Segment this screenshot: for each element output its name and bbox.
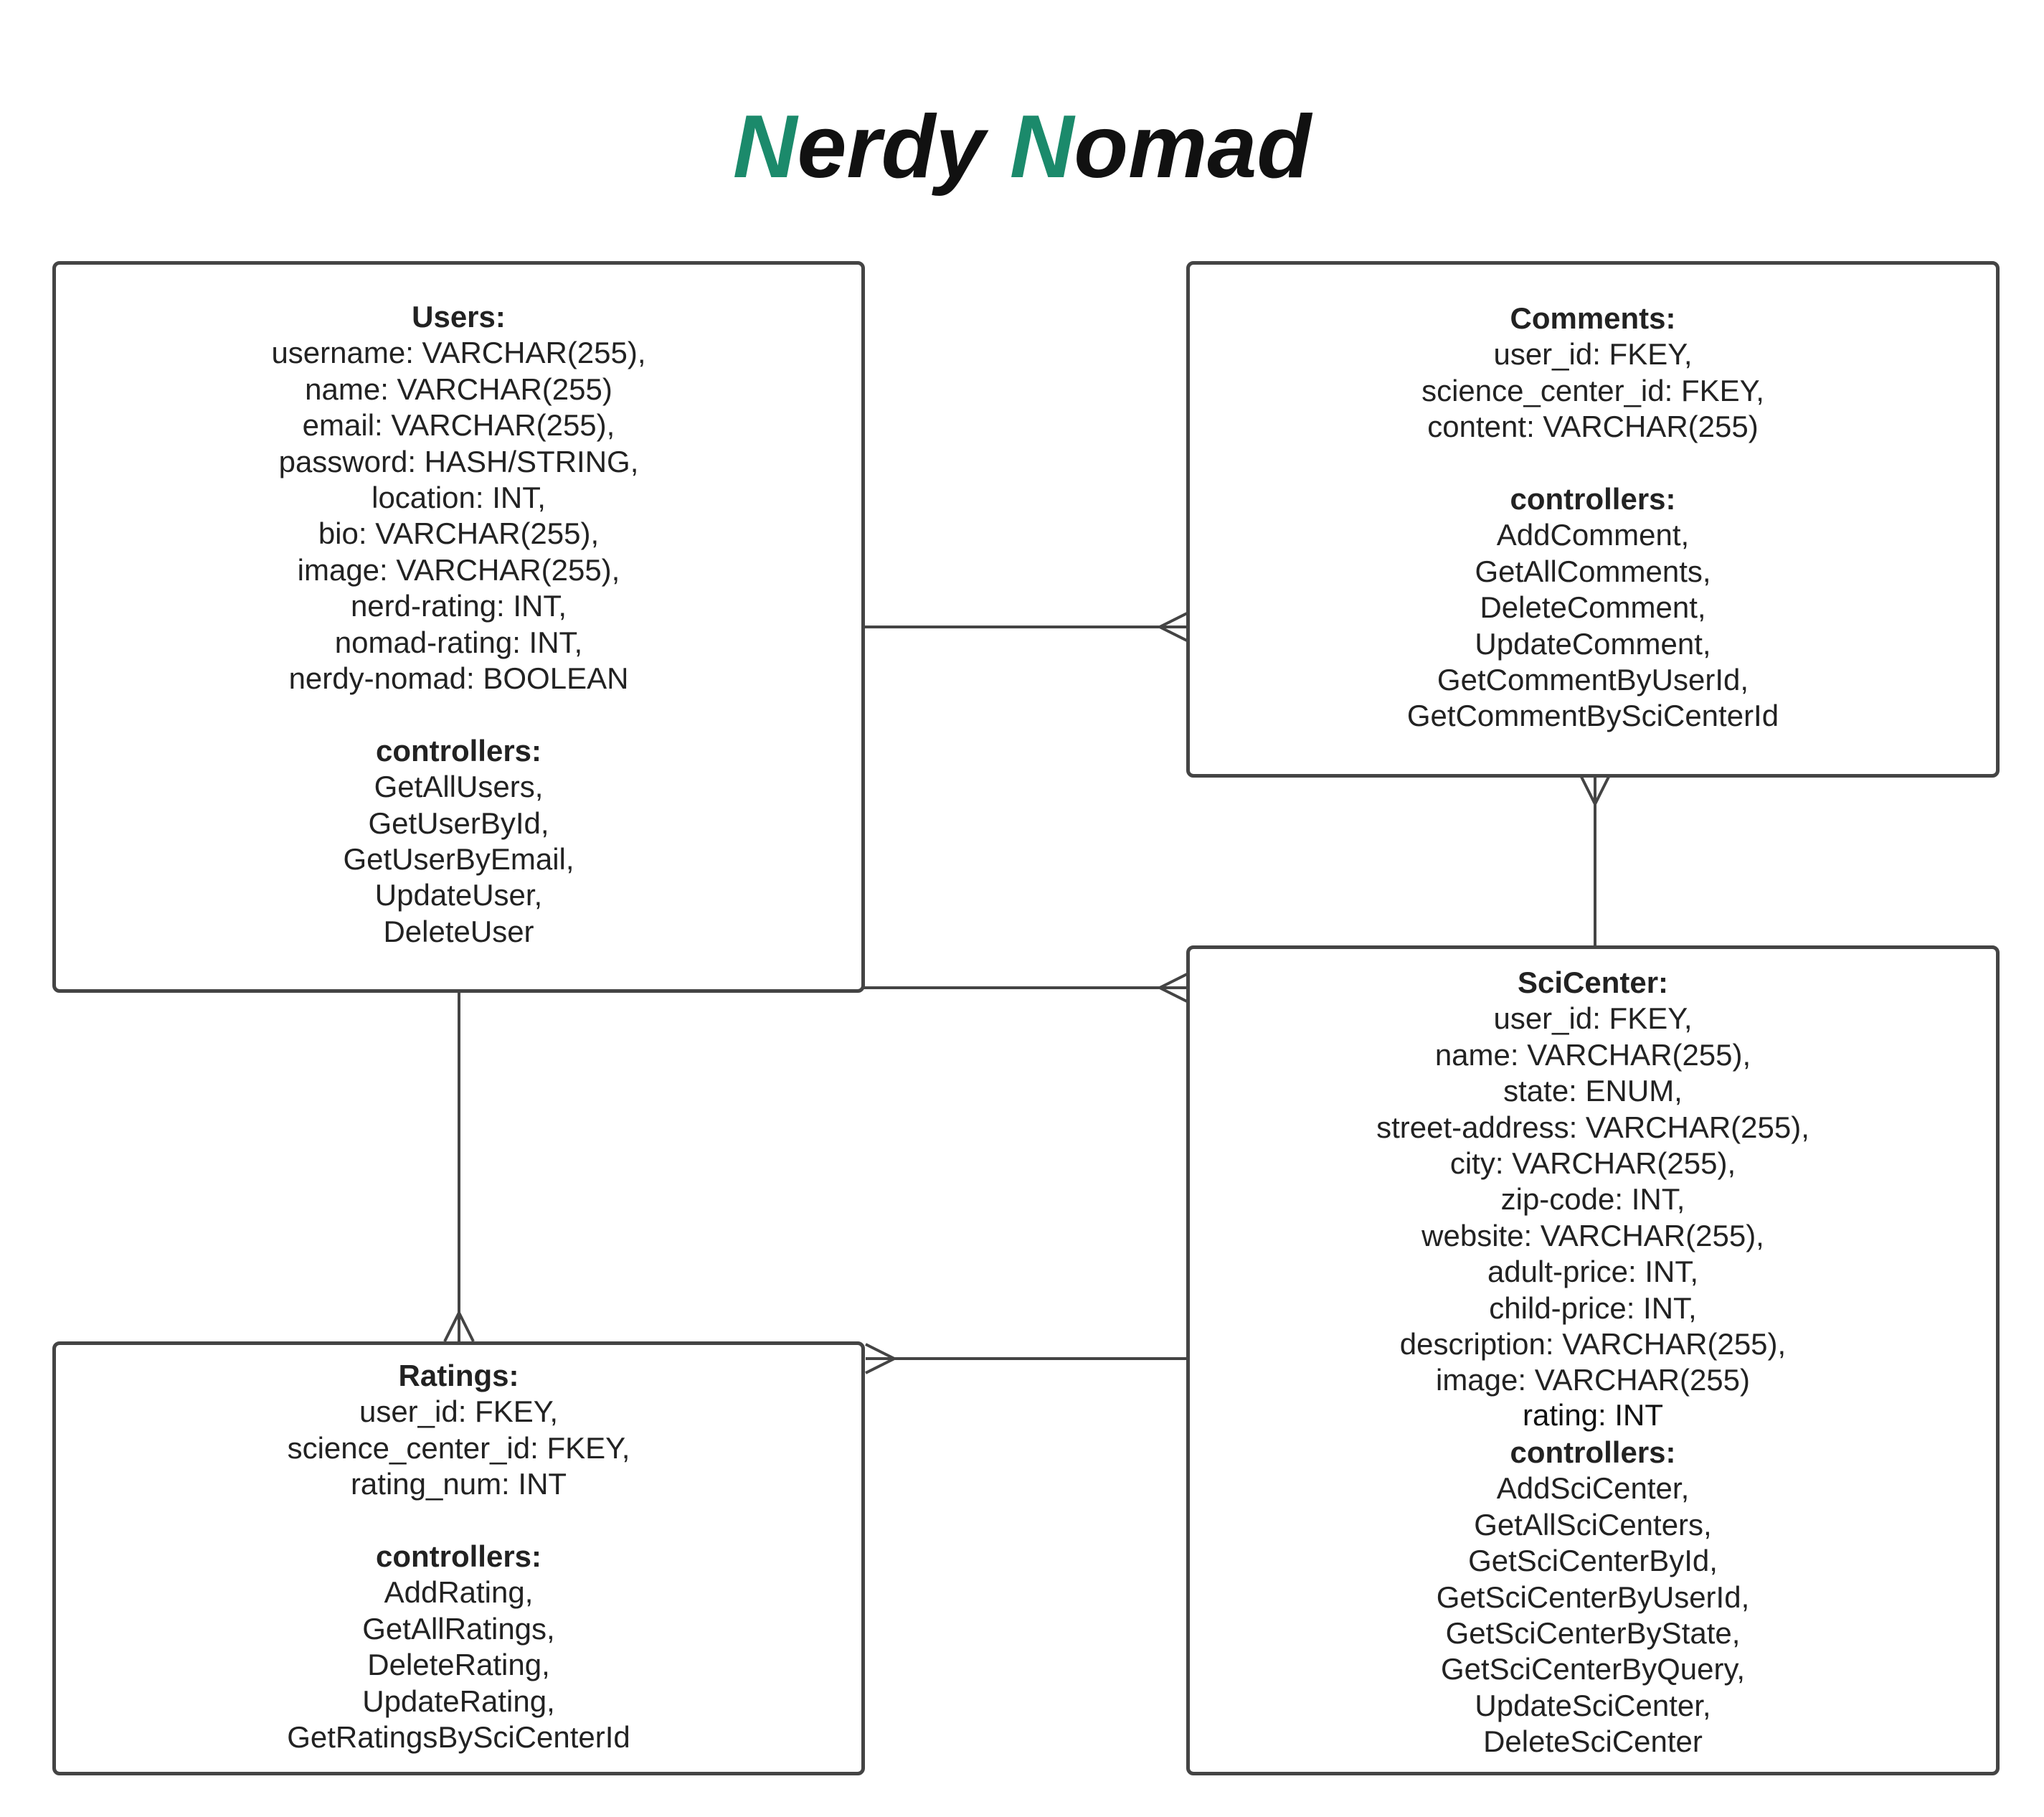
controller-item: GetAllUsers, [374,770,544,804]
section-gap [56,1503,861,1539]
connector-scicenter-comments [1579,775,1611,945]
field-item: science_center_id: FKEY, [1421,373,1764,407]
field-item: nomad-rating: INT, [334,625,583,659]
field-item: user_id: FKEY, [1493,1001,1693,1036]
entity-ratings: Ratings: user_id: FKEY, science_center_i… [52,1341,865,1775]
controller-item: DeleteComment, [1480,590,1706,625]
controller-item: GetSciCenterByUserId, [1436,1580,1750,1614]
controllers-heading: controllers: [1510,1435,1676,1469]
connector-users-ratings [443,991,475,1342]
controller-item: GetCommentBySciCenterId [1406,699,1779,733]
field-item: rating_num: INT [350,1467,567,1501]
controller-item: GetSciCenterByState, [1445,1615,1741,1650]
field-item: adult-price: INT, [1487,1255,1699,1289]
entity-comments: Comments: user_id: FKEY, science_center_… [1186,261,2000,778]
entity-scicenter: SciCenter: user_id: FKEY, name: VARCHAR(… [1186,945,2000,1775]
field-item: email: VARCHAR(255), [302,408,615,443]
controller-item: DeleteRating, [367,1648,550,1682]
field-item: location: INT, [372,481,546,515]
controller-item: GetSciCenterById, [1468,1544,1718,1578]
controller-item: UpdateSciCenter, [1475,1688,1711,1722]
controller-item: GetRatingsBySciCenterId [287,1720,630,1755]
controller-item: GetUserById, [368,806,549,840]
controller-item: AddSciCenter, [1496,1471,1690,1506]
entity-users: Users: username: VARCHAR(255), name: VAR… [52,261,865,993]
controller-item: GetUserByEmail, [343,842,574,877]
field-item: user_id: FKEY, [359,1394,559,1429]
title-accent-n-1: N [732,98,798,197]
title-rest-1: erdy [797,98,1010,197]
field-item: website: VARCHAR(255), [1421,1218,1764,1252]
field-item: nerdy-nomad: BOOLEAN [288,661,629,696]
section-gap [56,697,861,732]
entity-heading: Ratings: [398,1359,519,1392]
controllers-heading: controllers: [1510,482,1676,516]
field-item: nerd-rating: INT, [350,589,567,623]
entity-heading: Users: [412,300,506,334]
field-item: child-price: INT, [1489,1290,1697,1325]
field-item: name: VARCHAR(255), [1434,1037,1751,1072]
field-item: image: VARCHAR(255), [297,552,620,587]
title-accent-n-2: N [1009,98,1074,197]
field-item: password: HASH/STRING, [278,444,639,478]
controller-item: GetSciCenterByQuery, [1440,1652,1746,1686]
entity-heading: Comments: [1510,301,1676,335]
field-item: science_center_id: FKEY, [287,1430,630,1465]
controllers-heading: controllers: [375,733,542,768]
field-item: bio: VARCHAR(255), [318,516,600,551]
field-item: rating: INT [1522,1397,1664,1432]
field-item: description: VARCHAR(255), [1399,1327,1787,1361]
controllers-heading: controllers: [375,1539,542,1574]
field-item: street-address: VARCHAR(255), [1376,1110,1809,1144]
controller-item: UpdateUser, [374,878,543,912]
field-item: name: VARCHAR(255) [305,372,612,406]
field-item: city: VARCHAR(255), [1449,1146,1736,1181]
controller-item: GetAllRatings, [362,1611,555,1646]
controller-item: DeleteSciCenter [1483,1724,1703,1759]
field-item: user_id: FKEY, [1493,337,1693,372]
field-item: content: VARCHAR(255) [1427,410,1759,444]
field-item: state: ENUM, [1503,1074,1683,1108]
connector-users-comments [863,611,1189,643]
controller-item: DeleteUser [383,914,534,948]
section-gap [1190,445,1996,481]
controller-item: UpdateRating, [362,1684,555,1718]
field-item: zip-code: INT, [1500,1182,1685,1217]
field-item: username: VARCHAR(255), [271,336,646,370]
controller-item: GetAllSciCenters, [1474,1507,1712,1542]
entity-heading: SciCenter: [1517,966,1669,999]
connector-users-scicenter [863,972,1189,1004]
field-item: image: VARCHAR(255) [1435,1363,1751,1397]
title-rest-2: omad [1074,98,1312,197]
diagram-title: Nerdy Nomad [0,93,2044,201]
controller-item: GetCommentByUserId, [1437,663,1749,697]
controller-item: AddComment, [1496,518,1690,552]
controller-item: AddRating, [384,1575,534,1610]
controller-item: GetAllComments, [1475,554,1711,588]
connector-scicenter-ratings [865,1343,1188,1374]
controller-item: UpdateComment, [1475,626,1711,661]
